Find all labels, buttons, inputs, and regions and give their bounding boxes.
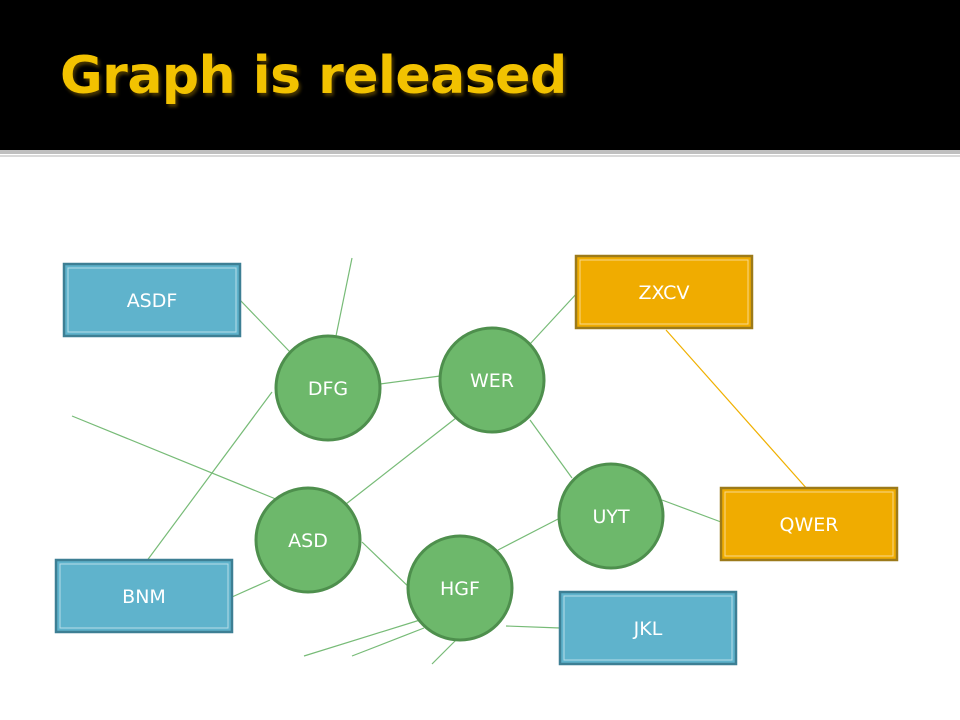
node-hgf-label: HGF bbox=[440, 578, 480, 600]
node-dfg: DFG bbox=[274, 334, 382, 442]
edge-asd-bnm bbox=[231, 579, 271, 598]
node-zxcv-label: ZXCV bbox=[639, 282, 690, 304]
node-zxcv-box bbox=[574, 254, 754, 330]
edge-wer-asd bbox=[345, 417, 457, 505]
node-zxcv-box-inset bbox=[579, 259, 749, 325]
node-uyt-circle bbox=[557, 462, 665, 570]
title-bar bbox=[0, 0, 960, 150]
node-wer-circle bbox=[438, 326, 546, 434]
node-asdf-box-inset bbox=[67, 267, 237, 333]
node-bnm-box bbox=[54, 558, 234, 634]
edge-asd-hgf bbox=[361, 541, 415, 593]
edge-dfg-wer bbox=[379, 375, 441, 385]
node-jkl: JKL bbox=[558, 590, 738, 666]
node-hgf-circle bbox=[406, 534, 514, 642]
dangling-edge-hgf bbox=[431, 639, 457, 665]
node-asd: ASD bbox=[254, 486, 362, 594]
node-qwer-box bbox=[719, 486, 899, 562]
node-uyt: UYT bbox=[557, 462, 665, 570]
node-wer: WER bbox=[438, 326, 546, 434]
node-dfg-circle bbox=[274, 334, 382, 442]
node-dfg-label: DFG bbox=[308, 378, 348, 400]
edge-asdf-dfg bbox=[239, 299, 291, 353]
edge-uyt-qwer bbox=[661, 499, 722, 523]
title-divider bbox=[0, 150, 960, 154]
node-asd-label: ASD bbox=[288, 530, 328, 552]
node-asd-circle bbox=[254, 486, 362, 594]
node-zxcv: ZXCV bbox=[574, 254, 754, 330]
node-wer-label: WER bbox=[470, 370, 514, 392]
edge-wer-uyt bbox=[529, 419, 573, 479]
node-jkl-box bbox=[558, 590, 738, 666]
node-bnm-label: BNM bbox=[122, 586, 166, 608]
edge-uyt-hgf bbox=[497, 517, 561, 551]
node-qwer-label: QWER bbox=[780, 514, 839, 536]
node-hgf: HGF bbox=[406, 534, 514, 642]
dangling-edge-asd bbox=[71, 415, 289, 505]
node-qwer: QWER bbox=[719, 486, 899, 562]
node-jkl-box-inset bbox=[563, 595, 733, 661]
edge-wer-zxcv bbox=[529, 291, 579, 345]
edge-layer bbox=[71, 257, 809, 665]
title-divider-secondary bbox=[0, 155, 960, 157]
dangling-edge-hgf bbox=[351, 627, 425, 657]
node-qwer-box-inset bbox=[724, 491, 894, 557]
node-bnm: BNM bbox=[54, 558, 234, 634]
node-asdf-box bbox=[62, 262, 242, 338]
edge-dfg-bnm bbox=[145, 391, 273, 563]
node-bnm-box-inset bbox=[59, 563, 229, 629]
dangling-edge-hgf bbox=[303, 619, 421, 657]
node-jkl-label: JKL bbox=[633, 618, 663, 640]
edge-zxcv-qwer bbox=[665, 329, 809, 491]
dangling-edge-dfg bbox=[335, 257, 353, 337]
node-layer: ASDF DFG WER ZXCV UYT QWER ASD HGF BNM JKL bbox=[54, 254, 899, 666]
node-asdf-label: ASDF bbox=[127, 290, 178, 312]
node-asdf: ASDF bbox=[62, 262, 242, 338]
edge-hgf-jkl bbox=[505, 625, 561, 629]
node-uyt-label: UYT bbox=[592, 506, 630, 528]
page-title: Graph is released bbox=[60, 46, 567, 106]
